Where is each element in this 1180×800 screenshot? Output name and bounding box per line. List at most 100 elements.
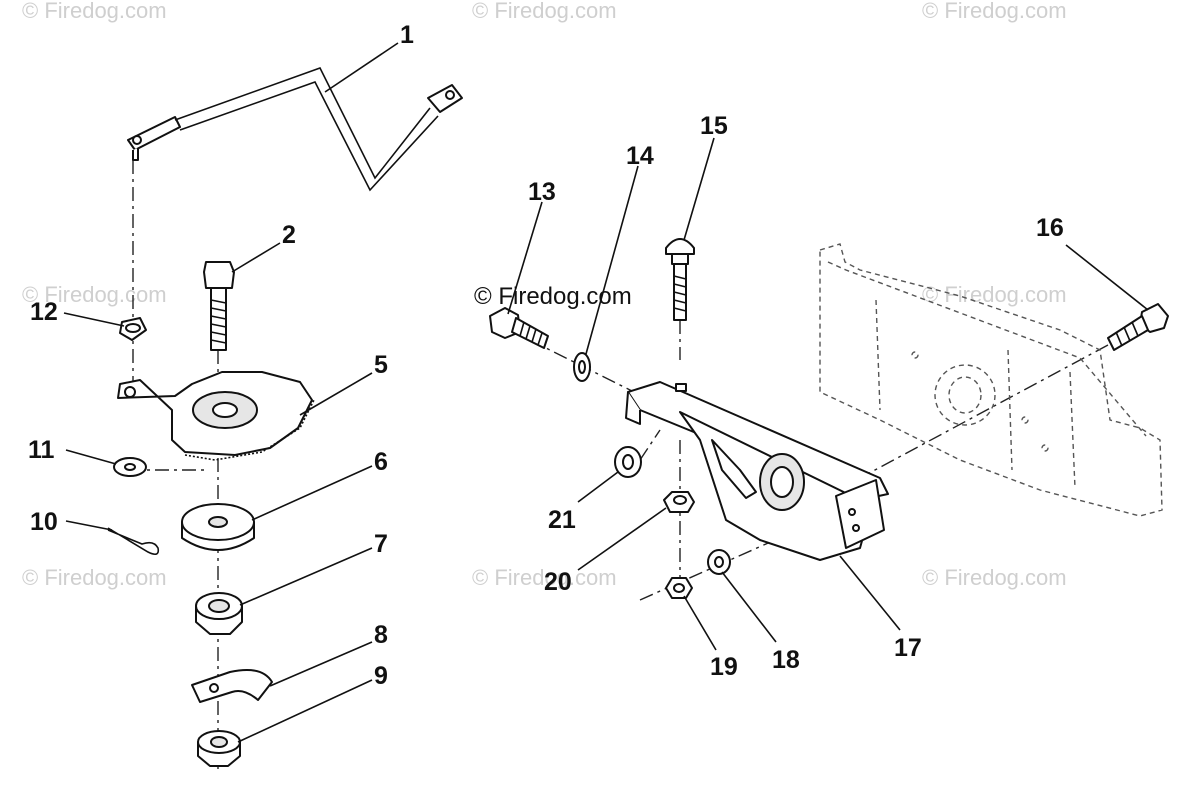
leader-13 bbox=[507, 201, 543, 315]
washer-14-hole bbox=[578, 360, 586, 374]
bracket-slot bbox=[675, 383, 687, 392]
bolt-16-shank bbox=[1107, 315, 1149, 351]
bolt-2-head bbox=[203, 261, 235, 289]
bolt-13-threads bbox=[519, 321, 543, 346]
bracket-boss-hole bbox=[770, 466, 794, 498]
leader-lines bbox=[63, 42, 1149, 743]
callout-16: 16 bbox=[1036, 214, 1064, 242]
part-nut-20 bbox=[663, 491, 695, 513]
leader-15 bbox=[683, 137, 715, 241]
cotter-pin-body bbox=[107, 527, 160, 556]
clip-hole bbox=[209, 683, 219, 693]
part-clip bbox=[191, 669, 273, 703]
bracket-gusset bbox=[711, 439, 757, 499]
gear-tab-hole bbox=[124, 386, 136, 398]
callout-12: 12 bbox=[30, 298, 58, 326]
leader-8 bbox=[269, 641, 373, 687]
bolt-15-threads bbox=[673, 275, 687, 312]
callout-19: 19 bbox=[710, 653, 738, 681]
leader-12 bbox=[63, 312, 125, 327]
part-washer-14 bbox=[573, 352, 591, 382]
part-nut-9 bbox=[197, 730, 241, 767]
leader-9 bbox=[237, 679, 373, 743]
leader-11 bbox=[65, 449, 117, 465]
part-nut-19 bbox=[665, 577, 693, 599]
watermark-bottom-center: © Firedog.com bbox=[472, 565, 617, 590]
callout-8: 8 bbox=[374, 621, 388, 649]
nut-7-hole bbox=[208, 599, 230, 613]
rod-right-hole bbox=[445, 90, 455, 100]
bolt-16-threads bbox=[1115, 321, 1139, 347]
frame-top-edge bbox=[827, 261, 1147, 437]
part-washer-11 bbox=[113, 457, 147, 477]
watermark-top-right: © Firedog.com bbox=[922, 0, 1067, 23]
callout-18: 18 bbox=[772, 646, 800, 674]
nut-21-axis-line bbox=[639, 429, 661, 461]
clip-body bbox=[191, 669, 273, 703]
frame-hole-c bbox=[1041, 444, 1049, 452]
frame-hole-b bbox=[1021, 416, 1029, 424]
part-control-rod bbox=[127, 67, 463, 192]
callout-10: 10 bbox=[30, 508, 58, 536]
watermark-top-left: © Firedog.com bbox=[22, 0, 167, 23]
rod-bend-upper bbox=[174, 67, 431, 180]
frame-axle-boss bbox=[934, 364, 996, 426]
watermark-center: © Firedog.com bbox=[474, 283, 632, 310]
bolt-15-head bbox=[665, 238, 695, 255]
frame-hole-a bbox=[911, 351, 919, 359]
callout-17: 17 bbox=[894, 634, 922, 662]
leader-21 bbox=[577, 471, 619, 503]
rod-left-pin bbox=[132, 148, 139, 161]
leader-7 bbox=[239, 547, 373, 606]
leader-16 bbox=[1065, 244, 1149, 311]
callout-numbers: 1 2 12 5 11 6 10 7 8 9 13 14 15 16 21 20… bbox=[28, 21, 1064, 690]
frame-ribs bbox=[875, 299, 1076, 489]
callout-14: 14 bbox=[626, 142, 654, 170]
nut-19-hole bbox=[673, 583, 685, 593]
frame-reference-outline bbox=[819, 243, 1163, 517]
watermark-top-center: © Firedog.com bbox=[472, 0, 617, 23]
bolt-13-shank bbox=[511, 317, 549, 349]
leader-14 bbox=[585, 165, 639, 355]
callout-1: 1 bbox=[400, 21, 414, 49]
watermark-mid-left: © Firedog.com bbox=[22, 282, 167, 307]
callout-9: 9 bbox=[374, 662, 388, 690]
part-nut-7 bbox=[195, 592, 243, 635]
callout-11: 11 bbox=[28, 436, 55, 464]
leader-1 bbox=[324, 42, 399, 93]
bracket-end-hole-b bbox=[852, 524, 860, 532]
part-bolt-15 bbox=[665, 238, 695, 321]
rod-left-end-tab bbox=[127, 116, 181, 151]
bolt-2-threads bbox=[210, 299, 227, 344]
callout-13: 13 bbox=[528, 178, 556, 206]
callout-21: 21 bbox=[548, 506, 576, 534]
part-bracket bbox=[625, 381, 889, 561]
washer-6-hole bbox=[208, 516, 228, 528]
callout-20: 20 bbox=[544, 568, 572, 596]
callout-5: 5 bbox=[374, 351, 388, 379]
gear-teeth bbox=[184, 399, 315, 461]
leader-17 bbox=[839, 555, 901, 631]
washer-11-hole bbox=[124, 463, 136, 471]
callout-6: 6 bbox=[374, 448, 388, 476]
part-cotter-pin bbox=[107, 527, 160, 556]
part-washer-6 bbox=[181, 503, 255, 551]
bracket-front-tab bbox=[625, 391, 641, 425]
part-bolt-2 bbox=[203, 261, 235, 351]
rod-left-hole bbox=[132, 135, 142, 145]
watermark-bottom-right: © Firedog.com bbox=[922, 565, 1067, 590]
bracket-end-hole-a bbox=[848, 508, 856, 516]
callout-2: 2 bbox=[282, 221, 296, 249]
callout-7: 7 bbox=[374, 530, 388, 558]
nut-18-hole bbox=[714, 556, 724, 568]
bolt-13-axis-line bbox=[529, 339, 691, 421]
leader-5 bbox=[299, 372, 373, 416]
frame-axle-hole bbox=[948, 376, 982, 414]
bolt-16-axis-line bbox=[859, 344, 1109, 479]
gear-center-hole bbox=[212, 402, 238, 418]
bolt-15-neck bbox=[671, 253, 689, 265]
rod-right-end-tab bbox=[427, 84, 463, 113]
part-nut-21 bbox=[614, 446, 642, 478]
